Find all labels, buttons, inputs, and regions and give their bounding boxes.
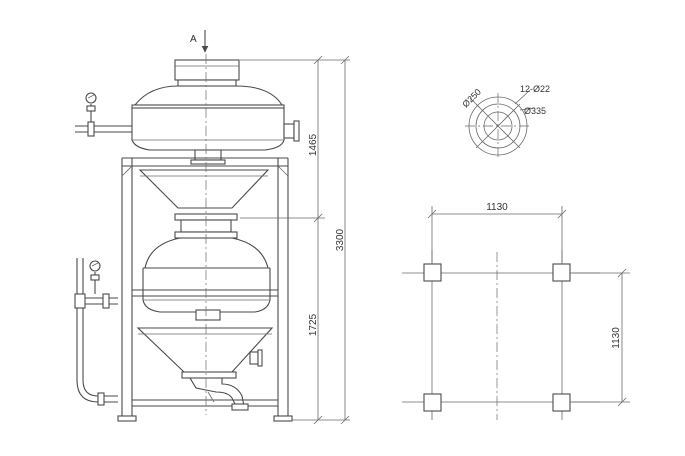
dim-total-height: 3300 (335, 228, 346, 251)
flange-detail: 12-Ø22 Ø250 Ø335 (460, 84, 550, 159)
foot-bottom-right (552, 393, 571, 412)
plan-view: 1130 1130 (402, 202, 630, 420)
dim-lower-height: 1725 (308, 313, 319, 336)
callout-bolt-holes: 12-Ø22 (520, 84, 550, 94)
upper-vessel (131, 85, 300, 165)
lower-cone (136, 327, 274, 373)
view-label: A (190, 34, 197, 45)
front-elevation: A (74, 30, 350, 425)
upper-cone (138, 169, 270, 209)
upper-pressure-gauge (75, 92, 132, 137)
dim-upper-height: 1465 (308, 133, 319, 156)
lower-pressure-gauge (74, 258, 118, 406)
lower-vessel (142, 237, 271, 321)
view-arrow-a: A (190, 30, 209, 53)
dim-frame-width: 1130 (486, 202, 508, 213)
foot-bottom-left (423, 393, 442, 412)
foot-top-left (423, 263, 442, 282)
callout-inner-diameter: Ø250 (460, 87, 483, 110)
callout-outer-diameter: Ø335 (524, 106, 546, 116)
foot-top-right (552, 263, 571, 282)
support-frame (117, 157, 293, 422)
top-inlet-flange (174, 59, 240, 87)
height-dimensions: 1465 1725 3300 (240, 55, 350, 425)
bottom-outlet (181, 371, 249, 411)
dim-frame-depth: 1130 (611, 327, 622, 349)
